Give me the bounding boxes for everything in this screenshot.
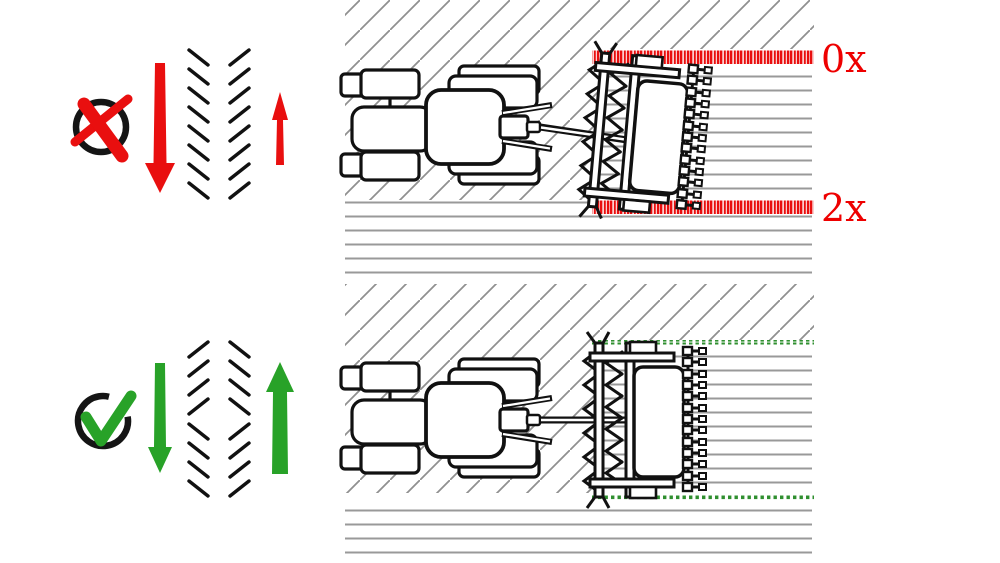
down-pass-arrow (145, 63, 175, 193)
cross-circle-icon (70, 94, 133, 163)
check-circle-icon (74, 390, 137, 450)
wheel-track-pattern (187, 340, 251, 498)
up-pass-arrow (272, 92, 288, 165)
unworked-field-hatch (598, 0, 814, 50)
wheel-track-pattern (187, 48, 251, 200)
worked-rows (345, 503, 812, 557)
check-stroke (80, 390, 137, 447)
overlap-label-2x: 2x (821, 186, 867, 230)
panel-incorrect: 0x 2x (70, 0, 867, 276)
cross-circle-ring (72, 98, 130, 156)
overlap-label-0x: 0x (821, 37, 867, 81)
unworked-field-hatch (598, 284, 814, 340)
cross-stroke (77, 97, 129, 163)
missed-strip-0x (592, 50, 814, 64)
down-pass-arrow (148, 363, 172, 473)
green-dotted-boundary (592, 495, 814, 500)
drawbar-highlight (540, 126, 633, 142)
seed-drill-implement-straight (584, 332, 706, 508)
panel-correct (74, 284, 814, 557)
green-dotted-boundary (592, 340, 814, 345)
check-circle-ring (74, 392, 132, 450)
up-pass-arrow (266, 362, 294, 474)
